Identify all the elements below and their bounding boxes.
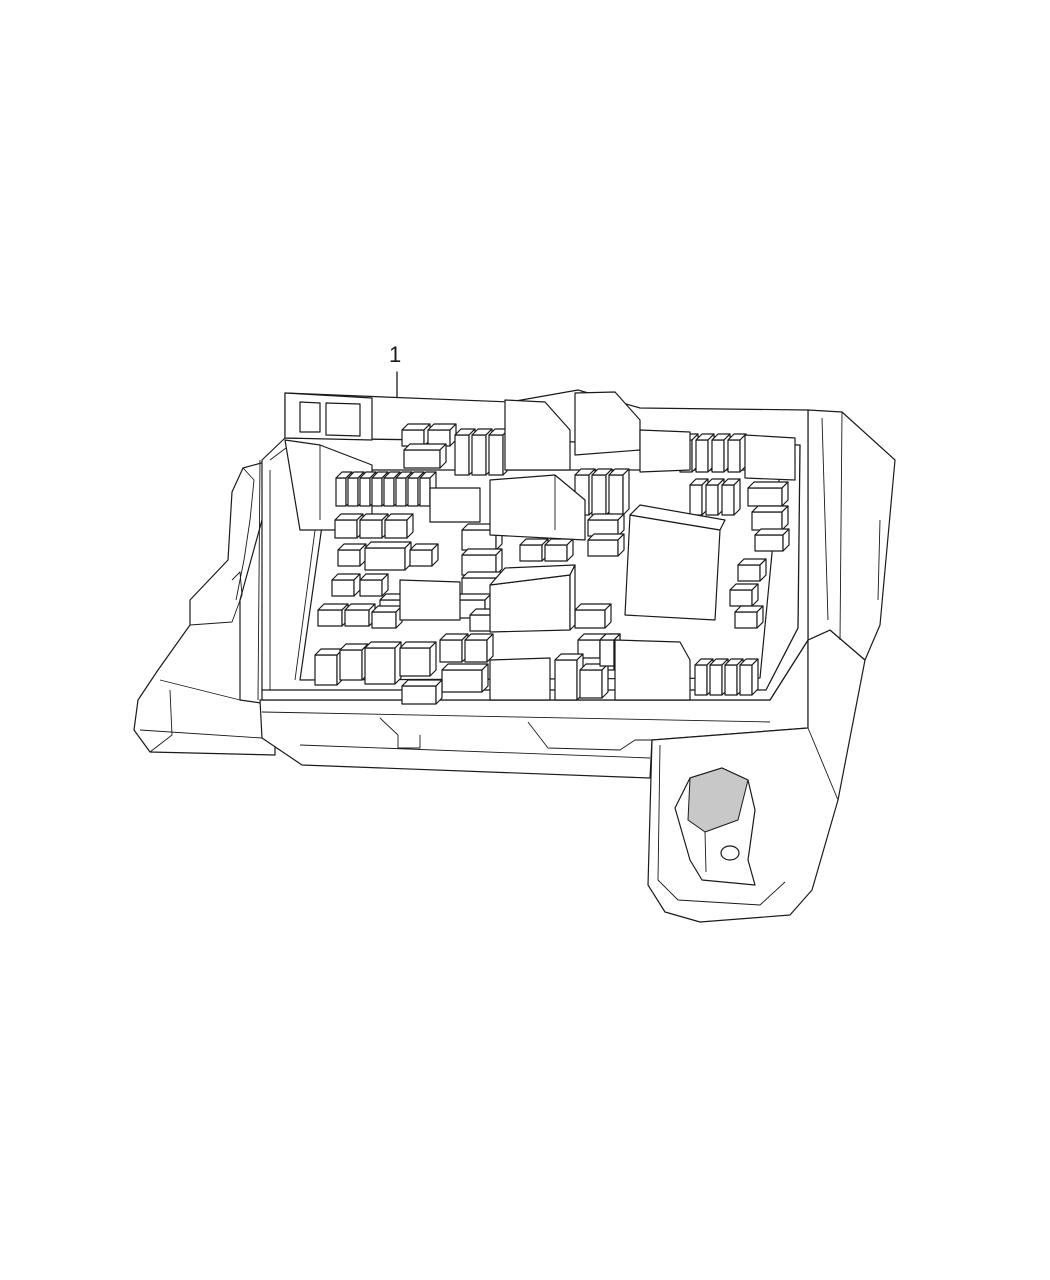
fuse-66 <box>740 659 758 695</box>
fuse-18 <box>318 604 348 626</box>
fuse-16 <box>360 574 388 596</box>
fuse-51 <box>696 434 714 472</box>
fuse-61 <box>730 584 758 606</box>
fuse-12 <box>338 544 366 566</box>
fuse-54 <box>690 479 708 515</box>
large-relays <box>400 392 795 700</box>
fuse-60 <box>738 559 766 581</box>
fuse-24 <box>400 642 436 676</box>
fuse-62 <box>735 606 763 628</box>
right-mounting-bracket <box>648 630 865 922</box>
fuse-25 <box>440 634 468 662</box>
fuse-39 <box>545 539 573 561</box>
fuse-13 <box>365 542 411 570</box>
fuse-21 <box>315 649 343 685</box>
fuse-53 <box>728 434 746 472</box>
connector-block <box>285 393 372 530</box>
fuse-49 <box>580 664 608 698</box>
fuse-19 <box>345 604 375 626</box>
fuse-57 <box>748 482 788 506</box>
fuse-9 <box>335 514 363 538</box>
fuse-28 <box>402 680 442 704</box>
fuse-27 <box>442 664 488 692</box>
fuse-14 <box>410 544 438 566</box>
fuse-11 <box>385 514 413 538</box>
fuse-36 <box>462 549 502 575</box>
left-mounting-bracket <box>134 460 275 755</box>
fuse-52 <box>712 434 730 472</box>
fuse-45 <box>575 604 611 628</box>
callout-label-1: 1 <box>389 342 402 367</box>
fuse-31 <box>404 444 446 468</box>
fuse-38 <box>520 539 548 561</box>
fuse-22 <box>340 644 368 680</box>
fuse-55 <box>706 479 724 515</box>
fuse-26 <box>465 634 493 662</box>
fuse-42 <box>609 469 629 515</box>
fuse-10 <box>360 514 388 538</box>
fuse-44 <box>588 534 624 556</box>
right-side-wall <box>808 410 895 660</box>
fuse-23 <box>365 642 401 684</box>
fuse-29 <box>402 424 430 446</box>
fuse-43 <box>588 514 624 536</box>
fuse-59 <box>755 529 789 551</box>
fuse-20 <box>372 606 402 628</box>
fuse-15 <box>332 574 360 596</box>
fuse-56 <box>722 479 740 515</box>
fuse-58 <box>752 506 788 530</box>
fuse-48 <box>555 654 583 700</box>
fuse-30 <box>428 424 456 446</box>
